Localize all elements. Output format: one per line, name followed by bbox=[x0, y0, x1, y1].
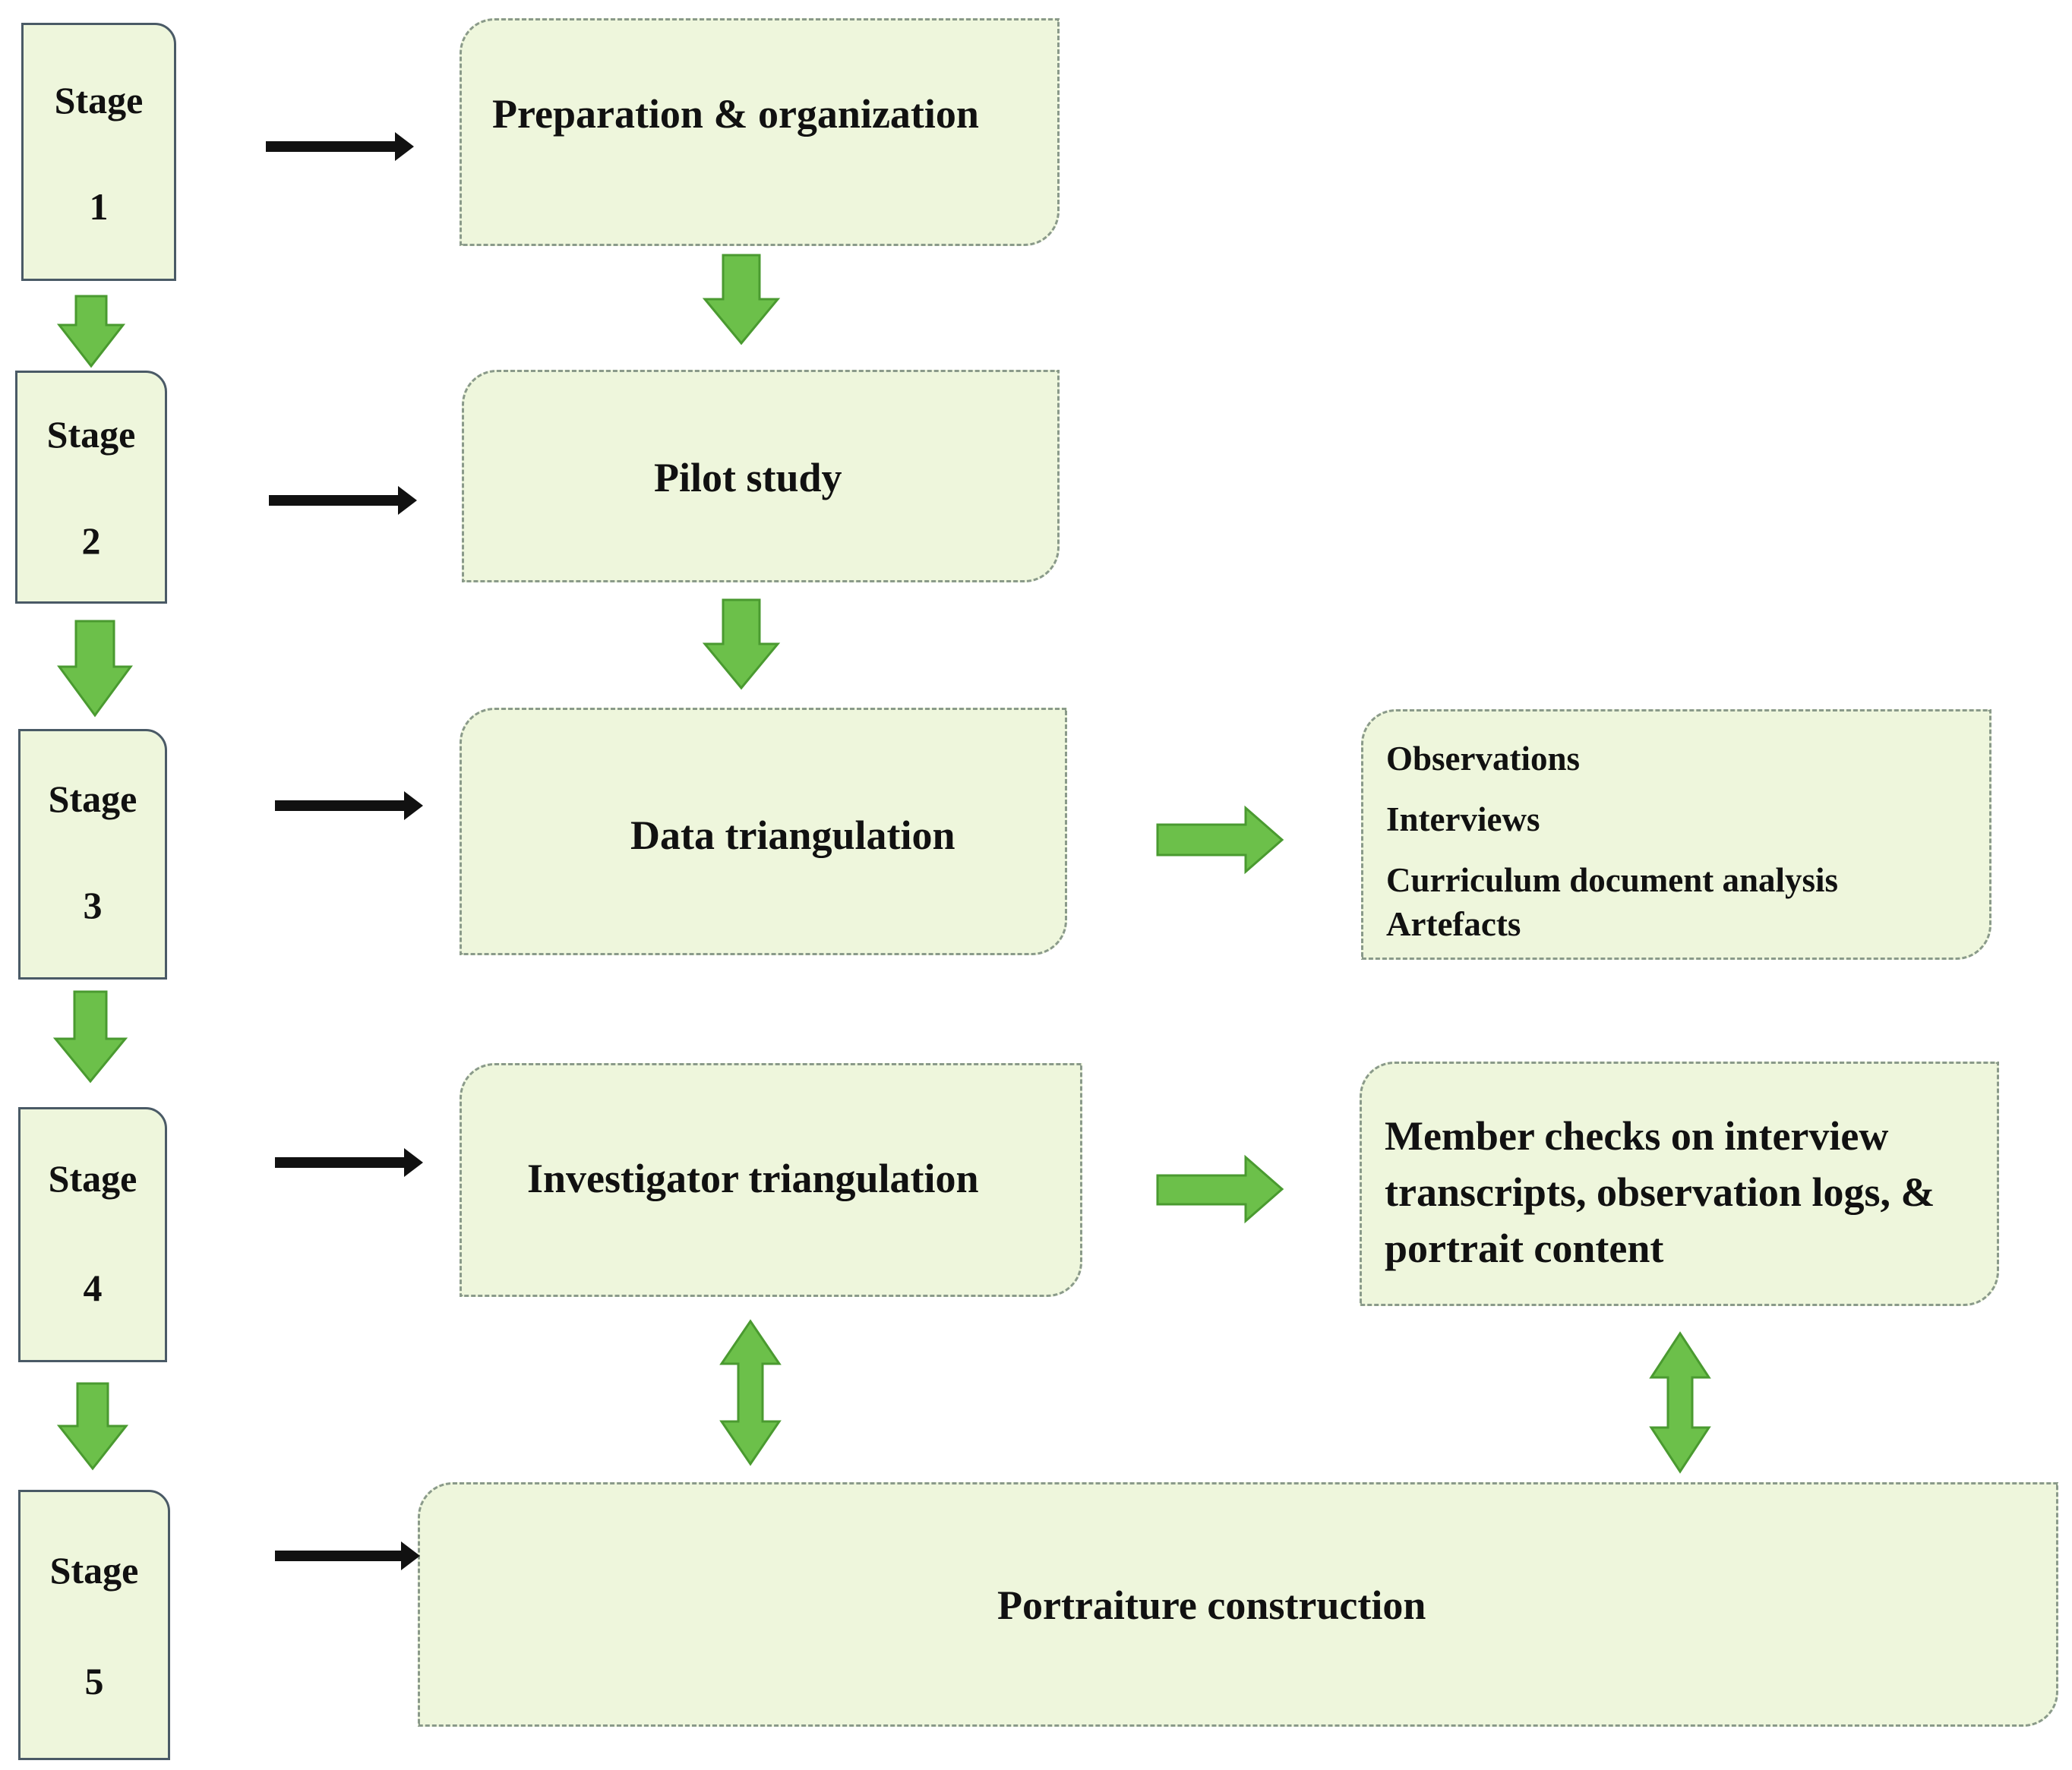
green-double-arrow-investigator-portraiture bbox=[719, 1319, 782, 1466]
data-triangulation-box: Data triangulation bbox=[460, 708, 1067, 955]
portraiture-construction-box: Portraiture construction bbox=[418, 1482, 2058, 1727]
stage-4-label: Stage bbox=[48, 1157, 137, 1200]
stage-5-number: 5 bbox=[84, 1660, 104, 1702]
green-double-arrow-member-portraiture bbox=[1649, 1331, 1711, 1474]
stage-1-label: Stage bbox=[54, 79, 144, 121]
investigator-triangulation-box: Investigator triangulation bbox=[460, 1063, 1082, 1297]
data-sources-box: Observations Interviews Curriculum docum… bbox=[1361, 709, 1991, 960]
stage-5-box: Stage 5 bbox=[18, 1490, 170, 1760]
green-right-arrow-investigator bbox=[1156, 1154, 1284, 1224]
member-checks-line: transcripts, observation logs, & bbox=[1385, 1169, 1935, 1215]
data-source-item: Artefacts bbox=[1386, 905, 1521, 943]
stage-3-number: 3 bbox=[83, 884, 103, 926]
data-source-item: Interviews bbox=[1386, 800, 1540, 838]
stage-3-label: Stage bbox=[48, 778, 137, 820]
black-arrow-stage-2 bbox=[269, 486, 417, 515]
stage-2-label: Stage bbox=[46, 413, 136, 456]
green-right-arrow-data bbox=[1156, 805, 1284, 875]
black-arrow-stage-1 bbox=[266, 132, 414, 161]
stage-5-label: Stage bbox=[49, 1549, 139, 1592]
stage-2-box: Stage 2 bbox=[15, 371, 167, 604]
investigator-triangulation-label: Investigator triangulation bbox=[527, 1156, 979, 1201]
data-triangulation-label: Data triangulation bbox=[630, 812, 955, 858]
green-down-arrow-stage-4-5 bbox=[56, 1382, 129, 1471]
green-down-arrow-pilot-data bbox=[702, 598, 781, 690]
stage-2-number: 2 bbox=[81, 519, 101, 562]
member-checks-box: Member checks on interview transcripts, … bbox=[1360, 1062, 1999, 1306]
black-arrow-stage-5 bbox=[275, 1541, 420, 1570]
green-down-arrow-prep-pilot bbox=[702, 254, 781, 345]
preparation-label: Preparation & organization bbox=[492, 91, 979, 137]
green-down-arrow-stage-1-2 bbox=[56, 295, 126, 368]
data-source-item: Observations bbox=[1386, 740, 1581, 778]
pilot-study-label: Pilot study bbox=[654, 455, 842, 500]
preparation-box: Preparation & organization bbox=[460, 18, 1060, 246]
pilot-study-box: Pilot study bbox=[462, 370, 1060, 582]
green-down-arrow-stage-2-3 bbox=[57, 620, 133, 718]
member-checks-text: Member checks on interview transcripts, … bbox=[1385, 1108, 1935, 1276]
black-arrow-stage-3 bbox=[275, 791, 423, 820]
stage-3-box: Stage 3 bbox=[18, 729, 167, 980]
green-down-arrow-stage-3-4 bbox=[52, 990, 128, 1084]
stage-4-box: Stage 4 bbox=[18, 1107, 167, 1362]
portraiture-construction-label: Portraiture construction bbox=[997, 1582, 1426, 1628]
stage-1-box: Stage 1 bbox=[21, 23, 176, 281]
member-checks-line: Member checks on interview bbox=[1385, 1113, 1889, 1159]
data-sources-list: Observations Interviews Curriculum docum… bbox=[1386, 728, 1838, 954]
stage-4-number: 4 bbox=[83, 1267, 103, 1309]
stage-1-number: 1 bbox=[89, 185, 109, 228]
data-source-item: Curriculum document analysis bbox=[1386, 861, 1839, 899]
member-checks-line: portrait content bbox=[1385, 1226, 1664, 1271]
black-arrow-stage-4 bbox=[275, 1148, 423, 1177]
